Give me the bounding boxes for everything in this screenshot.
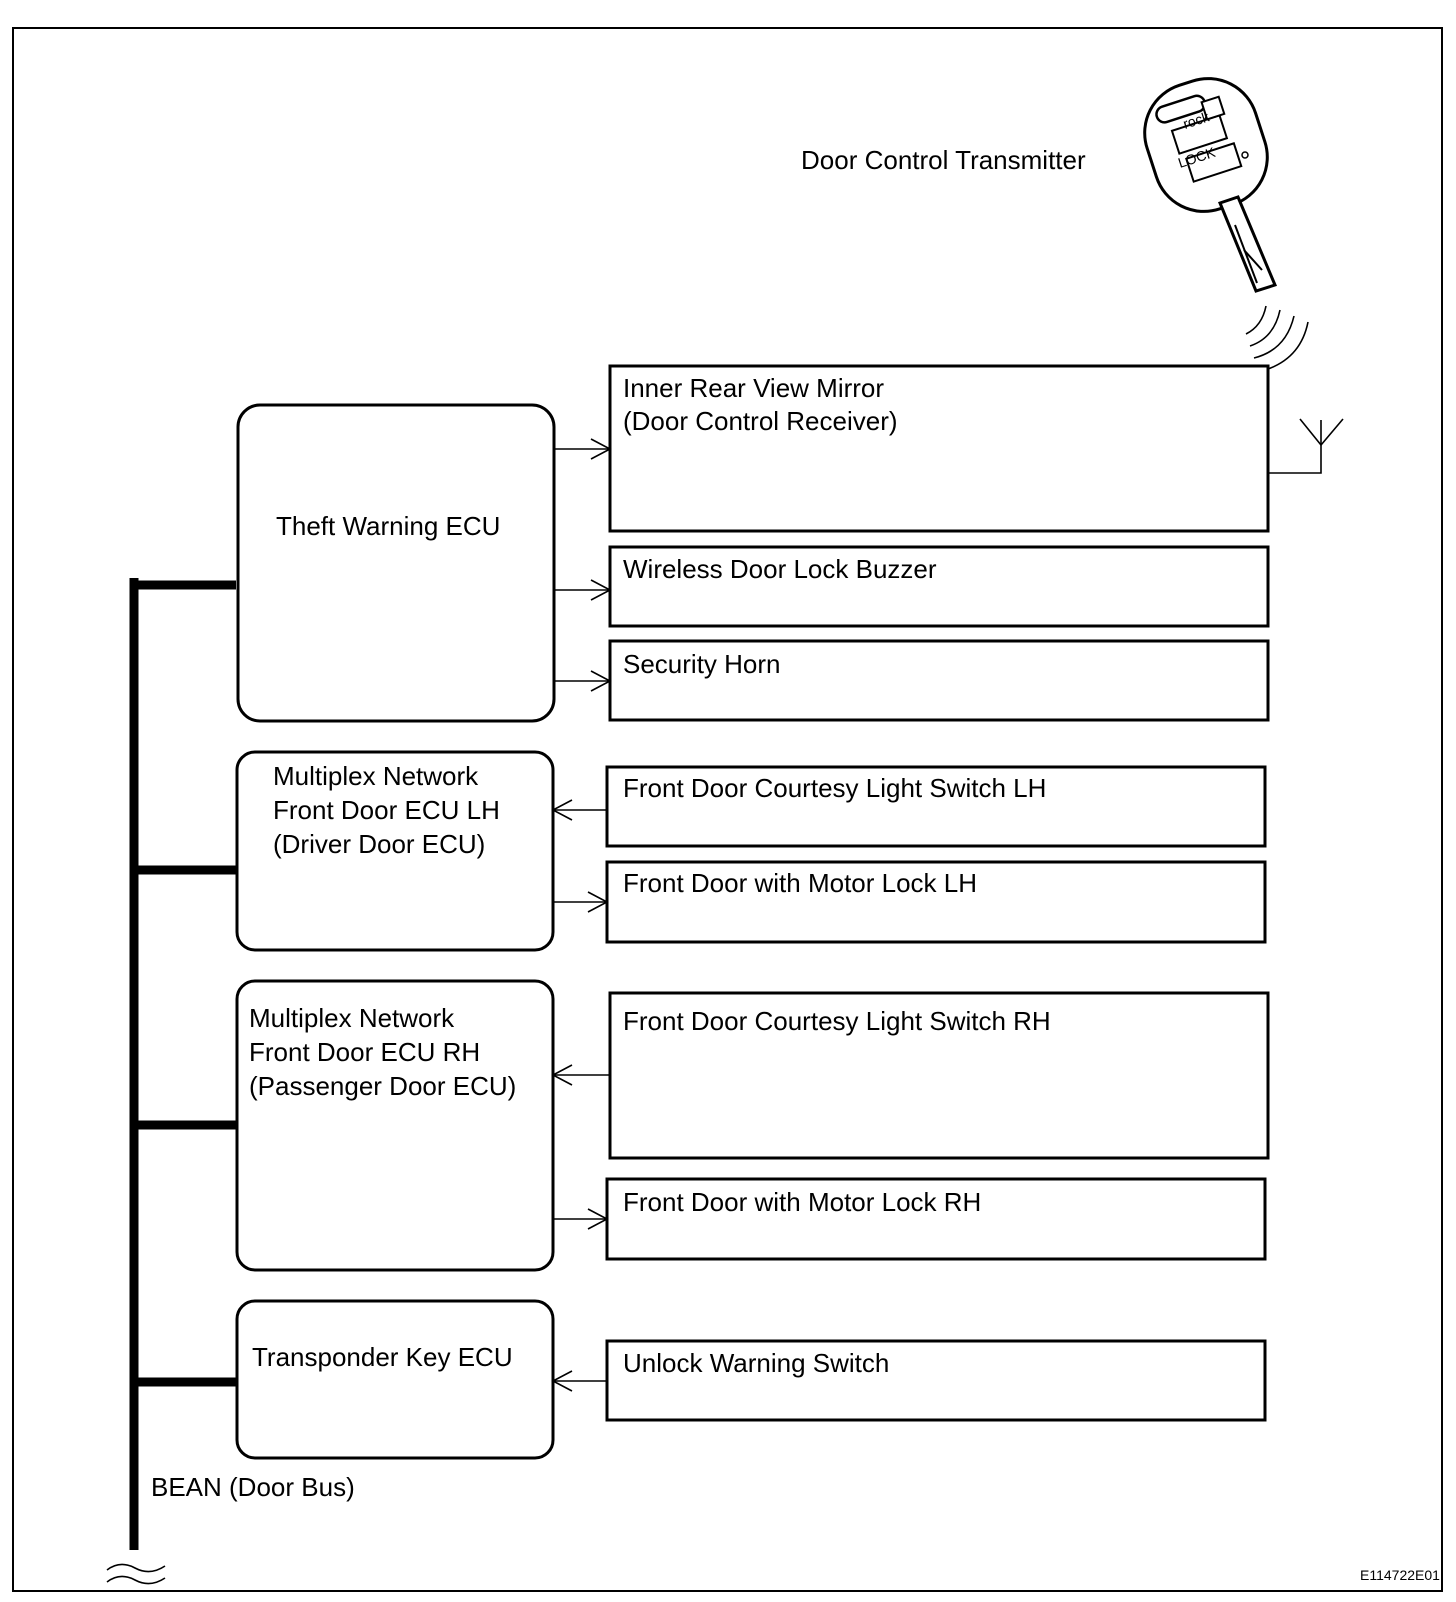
bus-break-icon [106, 1563, 166, 1585]
transmitter-label: Door Control Transmitter [801, 145, 1086, 175]
front-door-motor-lock-rh-box [605, 1177, 1267, 1261]
front-door-motor-lock-lh-label: Front Door with Motor Lock LH [623, 868, 977, 898]
wireless-door-lock-buzzer-label: Wireless Door Lock Buzzer [623, 554, 937, 584]
front-door-ecu-lh-line2: Front Door ECU LH [273, 795, 500, 825]
front-door-ecu-lh-line1: Multiplex Network [273, 761, 479, 791]
front-door-courtesy-light-switch-rh-box [608, 991, 1270, 1160]
radio-waves-icon [1245, 305, 1309, 373]
unlock-warning-switch-box [605, 1339, 1267, 1422]
front-door-courtesy-light-switch-rh-label: Front Door Courtesy Light Switch RH [623, 1006, 1051, 1036]
front-door-ecu-lh-box [235, 750, 555, 952]
figure-id: E114722E01 [1360, 1567, 1440, 1583]
inner-rear-view-mirror-line2: (Door Control Receiver) [623, 406, 898, 436]
front-door-ecu-lh-line3: (Driver Door ECU) [273, 829, 485, 859]
security-horn-label: Security Horn [623, 649, 781, 679]
transponder-key-ecu-label: Transponder Key ECU [252, 1342, 513, 1372]
front-door-motor-lock-lh-box [605, 860, 1267, 944]
unlock-warning-switch-label: Unlock Warning Switch [623, 1348, 889, 1378]
front-door-ecu-rh-line2: Front Door ECU RH [249, 1037, 480, 1067]
front-door-courtesy-light-switch-lh-box [605, 765, 1267, 848]
transponder-key-ecu-box [235, 1299, 555, 1460]
front-door-courtesy-light-switch-lh-label: Front Door Courtesy Light Switch LH [623, 773, 1046, 803]
front-door-ecu-rh-line3: (Passenger Door ECU) [249, 1071, 516, 1101]
inner-rear-view-mirror-line1: Inner Rear View Mirror [623, 373, 884, 403]
door-control-transmitter-icon [1143, 77, 1278, 293]
theft-warning-ecu-label: Theft Warning ECU [276, 511, 500, 541]
bus-label: BEAN (Door Bus) [151, 1472, 355, 1502]
theft-warning-ecu-box [236, 403, 556, 723]
front-door-ecu-rh-line1: Multiplex Network [249, 1003, 455, 1033]
front-door-motor-lock-rh-label: Front Door with Motor Lock RH [623, 1187, 981, 1217]
outer-frame [12, 27, 1443, 1592]
front-door-ecu-rh-box [235, 979, 555, 1272]
antenna-icon [1266, 418, 1344, 474]
